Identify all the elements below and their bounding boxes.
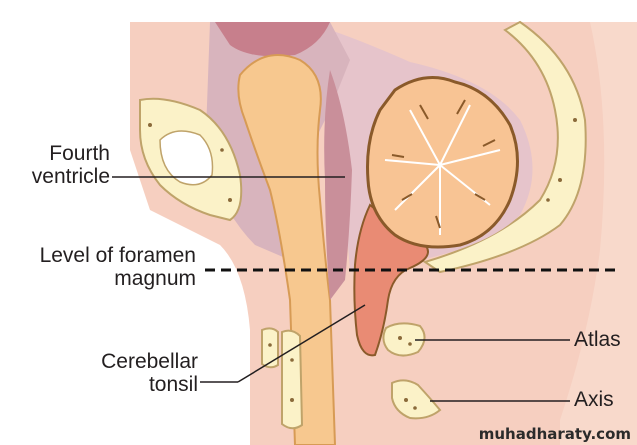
atlas-bone bbox=[382, 322, 426, 357]
label-tonsil-line1: Cerebellar bbox=[101, 350, 198, 373]
cerebellum-folia-dark bbox=[391, 99, 496, 229]
label-axis: Axis bbox=[574, 388, 614, 411]
label-foramen-line2: magnum bbox=[114, 267, 196, 290]
vertebra-2 bbox=[281, 329, 304, 430]
label-foramen-magnum: Level of foramen magnum bbox=[8, 244, 196, 290]
label-fourth-ventricle: Fourth ventricle bbox=[12, 142, 110, 188]
neck-skin bbox=[560, 22, 637, 445]
cerebrum-dark bbox=[215, 22, 330, 57]
leader-tonsil-d bbox=[237, 304, 366, 383]
cerebellum-folia bbox=[384, 104, 501, 235]
label-cerebellar-tonsil: Cerebellar tonsil bbox=[80, 350, 198, 396]
label-atlas: Atlas bbox=[574, 328, 621, 351]
label-tonsil-line2: tonsil bbox=[148, 373, 198, 396]
vertebra-1 bbox=[261, 327, 279, 369]
label-foramen-line1: Level of foramen bbox=[39, 244, 196, 267]
cerebellum bbox=[366, 76, 519, 249]
label-fourth-line1: Fourth bbox=[49, 142, 110, 165]
occipital-bone bbox=[422, 20, 587, 274]
fourth-ventricle bbox=[324, 70, 352, 300]
bone-speckles bbox=[148, 118, 577, 410]
watermark: muhadharaty.com bbox=[478, 425, 631, 443]
label-fourth-line2: ventricle bbox=[31, 165, 110, 188]
clivus-hole bbox=[159, 130, 214, 186]
brainstem bbox=[237, 54, 337, 445]
axis-bone bbox=[391, 379, 442, 420]
